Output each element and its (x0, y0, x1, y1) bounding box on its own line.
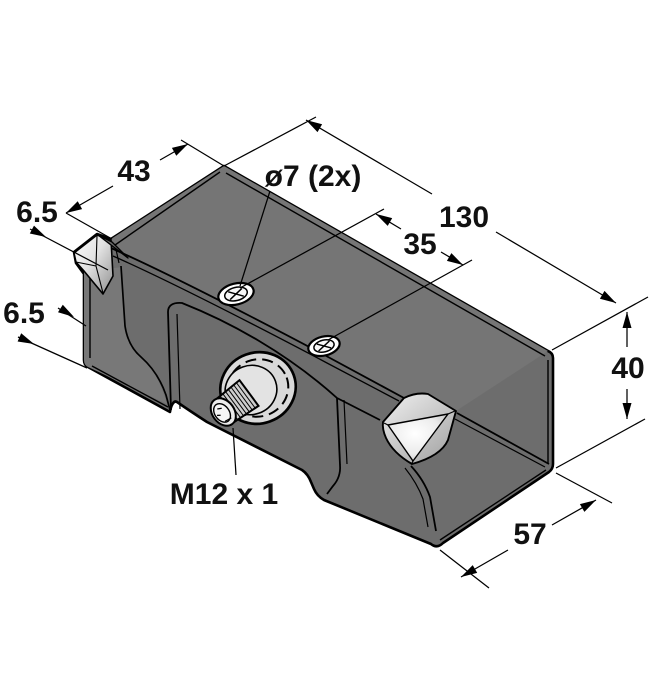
chamfer-notch (97, 234, 129, 259)
dim-35-arrow-right (446, 253, 463, 265)
mounting-screw-2 (307, 334, 341, 358)
dim-43-label: 43 (117, 155, 150, 188)
right-corner-edge (404, 465, 437, 532)
connector-recess-edges (167, 302, 338, 411)
dim-40-ext-bottom (555, 418, 646, 469)
dim-35-arrow-left (376, 214, 393, 226)
hole-leader (239, 190, 271, 287)
dim-65-top-arrow (29, 225, 46, 237)
dim-65-bottom-label: 6.5 (3, 297, 45, 330)
top-face (111, 166, 548, 411)
dimension-labels: 6.5 43 ø7 (2x) 130 35 40 6.5 M12 x 1 57 (3, 155, 645, 551)
dim-130-arrow-left (306, 120, 323, 133)
dim-57-label: 57 (513, 518, 546, 551)
dim-130-ext-left (223, 116, 317, 167)
dim-35-ext-right (327, 259, 473, 341)
left-foot-corner-edge (120, 265, 171, 411)
sensor-housing (72, 164, 555, 548)
hole-diameter-label: ø7 (2x) (265, 160, 362, 193)
dim-65-bottom-arrow-1 (58, 304, 74, 317)
dim-130-line (305, 119, 617, 304)
mounting-screw-1 (217, 281, 255, 307)
dim-130-40-shared-ext (551, 296, 649, 351)
dim-57-arrow-right (579, 500, 596, 512)
left-end-face (84, 267, 167, 404)
threaded-barrel (209, 378, 260, 427)
connector-leader (232, 427, 237, 476)
front-top-edge (110, 247, 405, 402)
dimension-annotations (17, 116, 649, 589)
dim-43-ext-left (65, 212, 113, 240)
dim-130-label: 130 (439, 201, 489, 234)
dim-57-arrow-left (461, 565, 478, 577)
dim-40-arrow-top (622, 312, 632, 328)
dim-57-ext-left (439, 549, 490, 589)
dim-65-top-label: 6.5 (16, 196, 58, 229)
dim-43-arrow-right (171, 144, 188, 156)
right-block-step-edges (326, 397, 381, 495)
m12-connector (209, 350, 298, 427)
dim-35-ext-left (239, 208, 385, 289)
dim-43-arrow-left (66, 201, 83, 213)
dim-40-arrow-bottom (622, 403, 632, 419)
dim-130-arrow-right (599, 290, 616, 303)
led-prism-corner-left (73, 234, 129, 295)
dim-57-ext-right (555, 472, 613, 504)
led-prism-corner-right (381, 392, 457, 465)
connector-thread-label: M12 x 1 (170, 478, 278, 511)
dim-65-bottom-arrow-2 (17, 333, 34, 344)
connector-pin-slots (217, 407, 232, 422)
dim-40-label: 40 (611, 352, 644, 385)
dimension-arrowheads (17, 120, 632, 577)
right-foot-top-edge (454, 412, 550, 468)
dim-35-label: 35 (403, 228, 436, 261)
edge-highlight-lines (89, 171, 549, 541)
